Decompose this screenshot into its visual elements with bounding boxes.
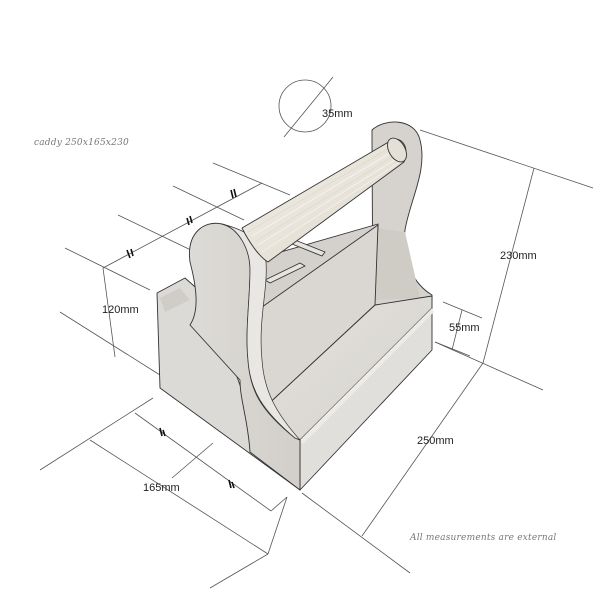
caddy-model [156, 121, 434, 491]
measurements-note: All measurements are external [410, 533, 557, 543]
width-label: 165mm [143, 482, 180, 494]
side-wall-height-label: 55mm [449, 322, 480, 334]
diagram-title: caddy 250x165x230 [34, 138, 129, 148]
length-label: 250mm [417, 435, 454, 447]
dimension-lines [39, 76, 594, 589]
diameter-circle-icon [278, 79, 332, 133]
overall-height-label: 230mm [500, 250, 537, 262]
end-wall-height-label: 120mm [102, 304, 139, 316]
handle-diameter-label: 35mm [322, 108, 353, 120]
